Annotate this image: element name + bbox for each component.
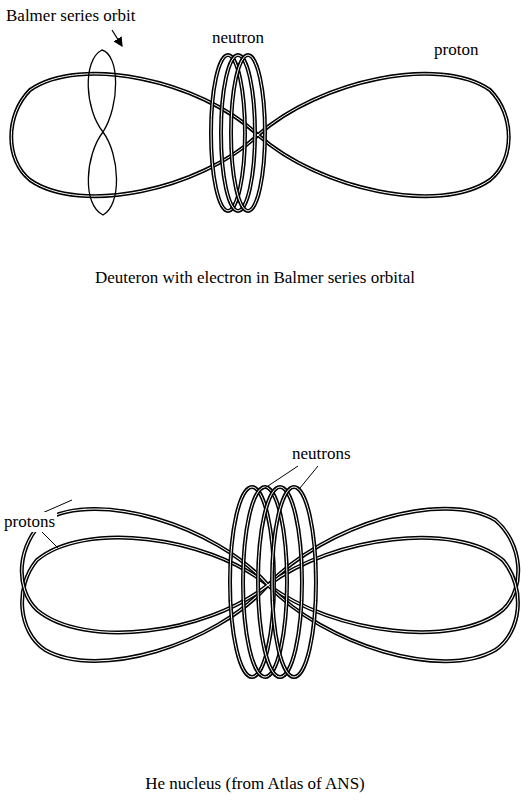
part-label: protons	[2, 512, 57, 532]
part-label: proton	[432, 40, 480, 60]
figure-caption: Deuteron with electron in Balmer series …	[93, 268, 417, 288]
deuteron-figure	[11, 30, 509, 215]
part-label: neutron	[210, 28, 266, 48]
helium-figure	[17, 466, 522, 677]
orbit-label: Balmer series orbit	[4, 6, 137, 26]
figure-caption: He nucleus (from Atlas of ANS)	[143, 774, 367, 794]
part-label: neutrons	[290, 444, 353, 464]
